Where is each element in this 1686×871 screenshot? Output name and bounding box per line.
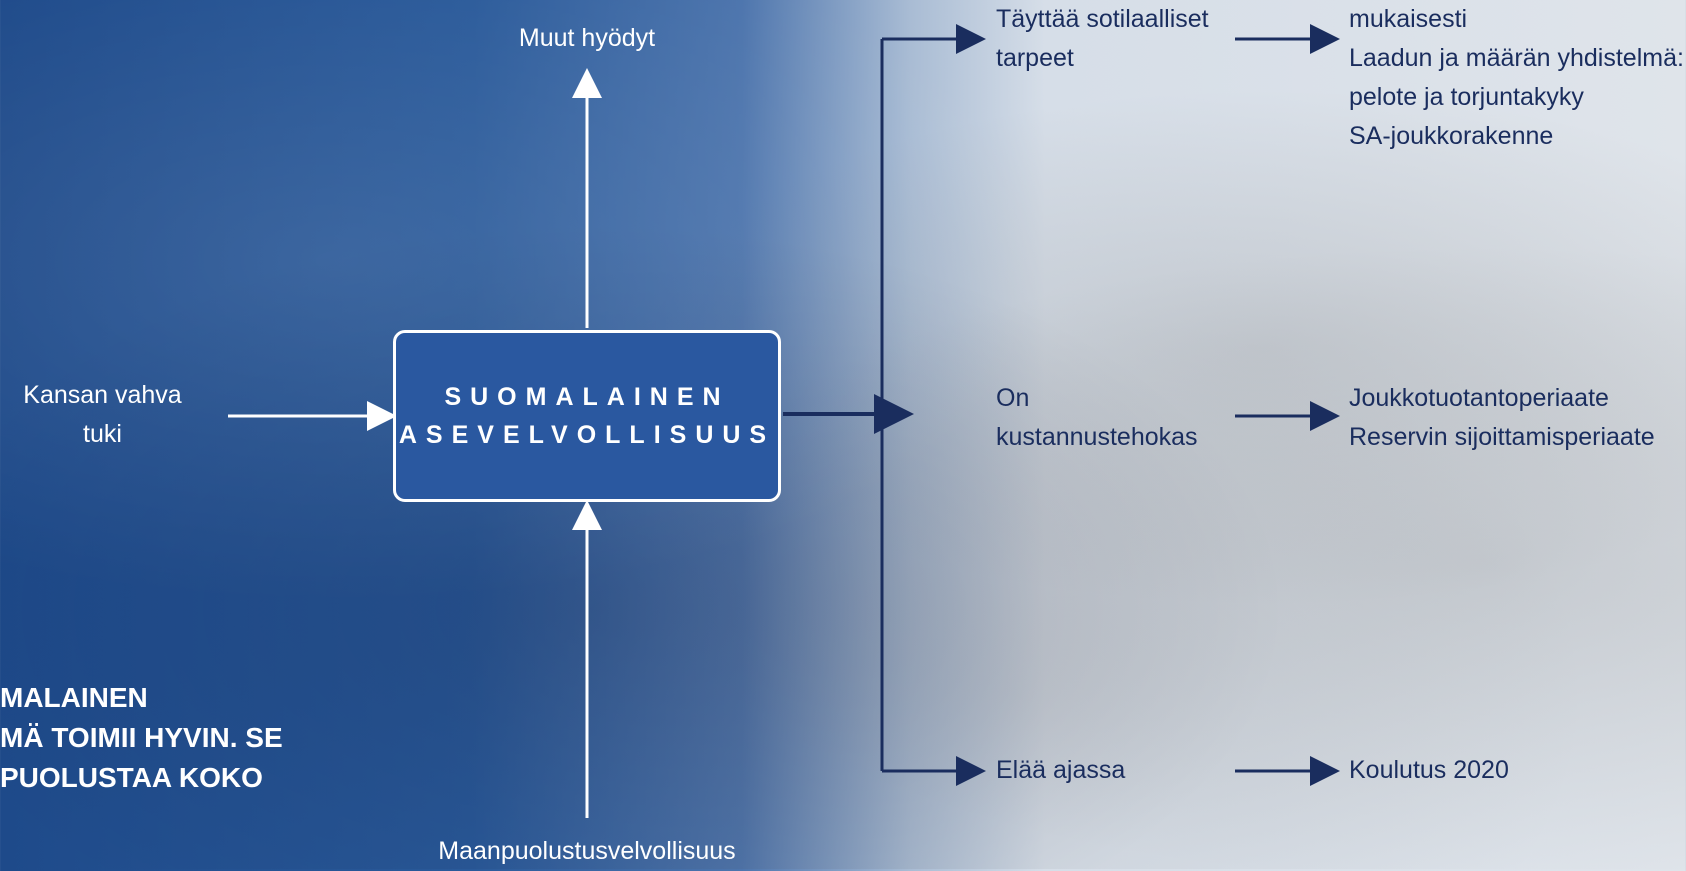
detail-3-0: Koulutus 2020 — [1349, 756, 1509, 784]
box-line1: SUOMALAINEN — [444, 383, 730, 411]
left-input-label: Kansan vahva tuki — [0, 376, 205, 454]
caption-line-1: MALAINEN — [0, 682, 148, 713]
branch-label-3: Elää ajassa — [996, 751, 1125, 790]
branch-label-2: On kustannustehokas — [996, 379, 1198, 457]
branch-label-1: Täyttää sotilaalliset tarpeet — [996, 0, 1209, 78]
branch-label-1-line1: Täyttää sotilaalliset — [996, 5, 1209, 33]
central-box: SUOMALAINEN ASEVELVOLLISUUS — [393, 330, 781, 502]
caption-line-2: MÄ TOIMII HYVIN. SE — [0, 722, 283, 753]
left-input-line1: Kansan vahva — [23, 381, 182, 409]
branch-details-2: Joukkotuotantoperiaate Reservin sijoitta… — [1349, 379, 1655, 457]
detail-1-0: mukaisesti — [1349, 5, 1468, 33]
branch-label-1-line2: tarpeet — [996, 44, 1074, 72]
detail-1-2: pelote ja torjuntakyky — [1349, 83, 1584, 111]
bottom-input-label: Maanpuolustusvelvollisuus — [438, 837, 736, 865]
top-output-label: Muut hyödyt — [518, 24, 656, 52]
detail-1-3: SA-joukkorakenne — [1349, 122, 1554, 150]
detail-2-1: Reservin sijoittamisperiaate — [1349, 423, 1655, 451]
branch-label-2-line1: On — [996, 384, 1030, 412]
branch-label-3-line1: Elää ajassa — [996, 756, 1126, 784]
detail-1-1: Laadun ja määrän yhdistelmä: — [1349, 44, 1684, 72]
box-line2: ASEVELVOLLISUUS — [398, 421, 776, 449]
detail-2-0: Joukkotuotantoperiaate — [1349, 384, 1609, 412]
caption-line-3: PUOLUSTAA KOKO — [0, 762, 263, 793]
branch-details-1: mukaisesti Laadun ja määrän yhdistelmä: … — [1349, 0, 1684, 156]
bottom-left-caption: MALAINEN MÄ TOIMII HYVIN. SE PUOLUSTAA K… — [0, 678, 283, 798]
branch-label-2-line2: kustannustehokas — [996, 423, 1198, 451]
branch-details-3: Koulutus 2020 — [1349, 751, 1509, 790]
left-input-line2: tuki — [83, 420, 122, 448]
